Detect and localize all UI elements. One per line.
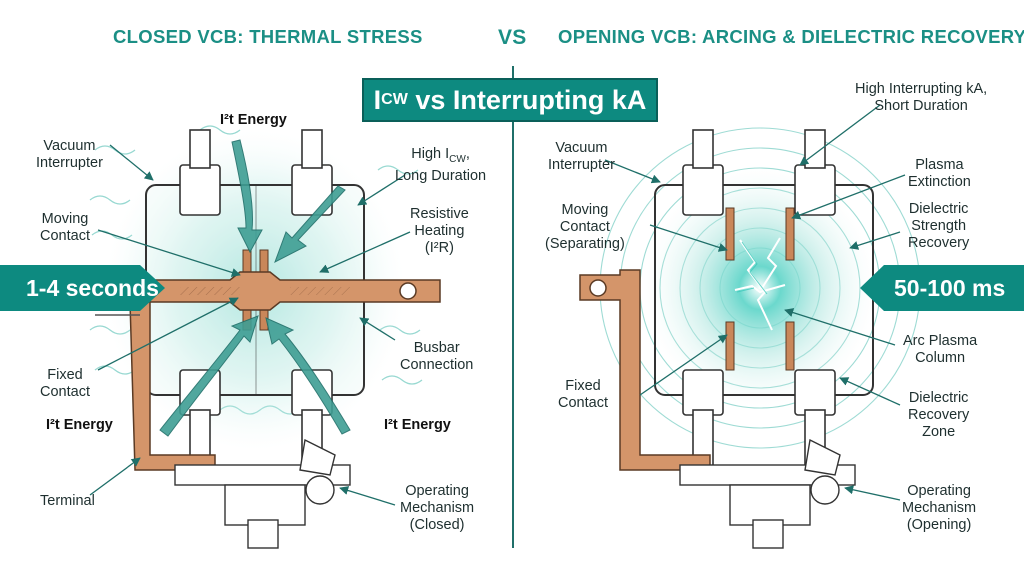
duration-badge-opening: 50-100 ms bbox=[860, 265, 1024, 311]
label-energy-top: I²t Energy bbox=[220, 112, 287, 128]
label-arc-plasma-column: Arc Plasma Column bbox=[903, 333, 978, 366]
label-high-interrupting: High Interrupting kA, Short Duration bbox=[855, 81, 988, 114]
label-moving-contact-right: Moving Contact (Separating) bbox=[545, 202, 625, 252]
label-busbar-connection: Busbar Connection bbox=[400, 340, 474, 373]
left-panel-title: CLOSED VCB: THERMAL STRESS bbox=[113, 26, 423, 47]
label-dielectric-recovery-zone: Dielectric Recovery Zone bbox=[908, 390, 970, 440]
label-vacuum-interrupter-left: Vacuum Interrupter bbox=[36, 138, 103, 171]
duration-badge-closed: 1-4 seconds bbox=[0, 265, 165, 311]
panel-divider bbox=[512, 66, 514, 548]
label-fixed-contact-left: Fixed Contact bbox=[40, 367, 90, 400]
label-energy-right: I²t Energy bbox=[384, 417, 451, 433]
energy-arrows-left bbox=[159, 139, 351, 437]
label-plasma-extinction: Plasma Extinction bbox=[908, 157, 971, 190]
label-vacuum-interrupter-right: Vacuum Interrupter bbox=[548, 140, 615, 173]
left-vcb-illustration bbox=[89, 125, 441, 549]
label-energy-left: I²t Energy bbox=[46, 417, 113, 433]
banner-prefix: I bbox=[373, 84, 382, 115]
label-operating-mechanism-closed: Operating Mechanism (Closed) bbox=[400, 483, 475, 533]
label-high-icw: High ICW, Long Duration bbox=[395, 146, 487, 184]
right-callout-lines bbox=[604, 104, 906, 501]
versus-label: VS bbox=[498, 26, 527, 49]
label-moving-contact-left: Moving Contact bbox=[40, 211, 90, 244]
right-panel-title: OPENING VCB: ARCING & DIELECTRIC RECOVER… bbox=[558, 26, 1024, 47]
label-operating-mechanism-opening: Operating Mechanism (Opening) bbox=[902, 483, 977, 533]
right-vcb-illustration bbox=[579, 127, 921, 549]
banner-subscript: CW bbox=[381, 91, 408, 108]
banner-suffix: vs Interrupting kA bbox=[407, 84, 647, 115]
label-fixed-contact-right: Fixed Contact bbox=[558, 378, 608, 411]
label-terminal: Terminal bbox=[40, 493, 95, 509]
label-dielectric-strength: Dielectric Strength Recovery bbox=[908, 201, 970, 251]
left-callout-lines bbox=[89, 144, 411, 506]
label-resistive-heating: Resistive Heating (I²R) bbox=[410, 206, 469, 256]
